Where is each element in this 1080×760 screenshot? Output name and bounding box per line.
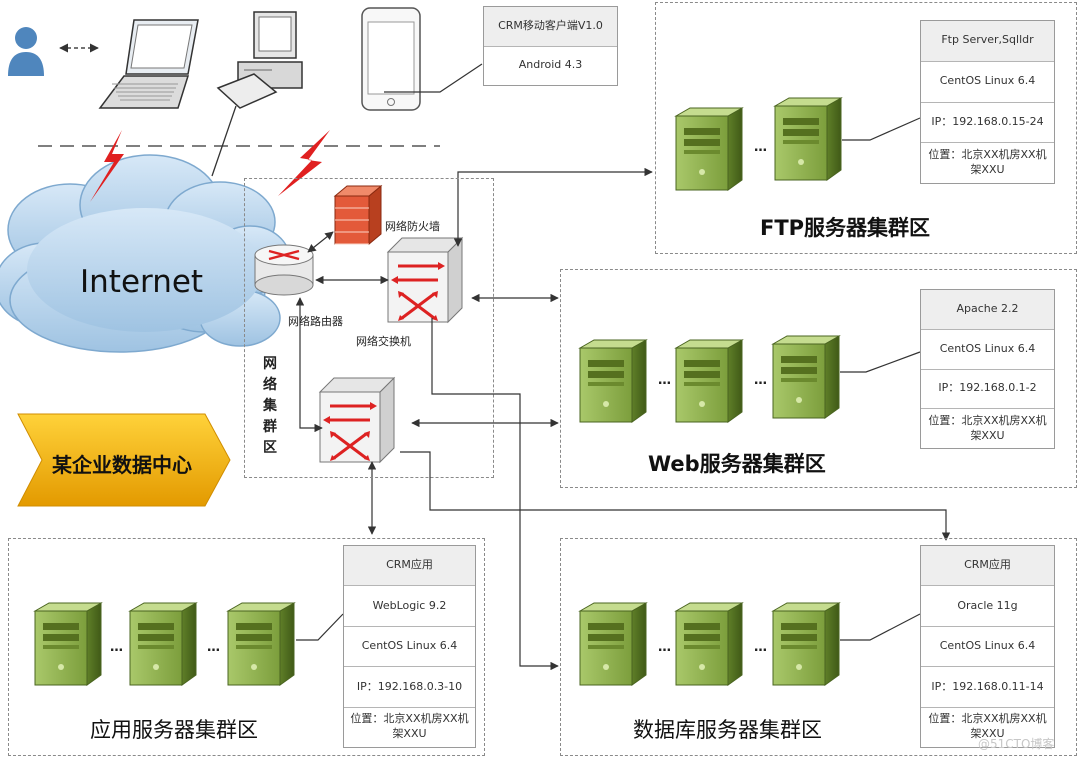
ftp-zone-title: FTP服务器集群区	[760, 216, 931, 240]
phone-home-button	[387, 98, 395, 106]
router-arrows	[268, 249, 300, 261]
app-info-row: 位置：北京XX机房XX机架XXU	[344, 706, 475, 747]
db-server-ellipsis: …	[754, 640, 767, 655]
phone-screen	[367, 21, 415, 95]
app-cluster-zone	[8, 538, 485, 756]
firewall-label: 网络防火墙	[385, 220, 440, 233]
mobile-client-os: Android 4.3	[484, 45, 617, 86]
monitor-screen	[258, 16, 292, 52]
ftp-server-ellipsis: …	[754, 140, 767, 155]
user-body	[8, 52, 44, 76]
data-center-arrow-shape	[17, 413, 231, 507]
app-info-row: WebLogic 9.2	[344, 585, 475, 625]
access-switch-db-link	[400, 451, 951, 541]
db-info-table: CRM应用 Oracle 11g CentOS Linux 6.4 IP：192…	[920, 545, 1055, 748]
app-info-row: CentOS Linux 6.4	[344, 625, 475, 666]
mobile-client-name: CRM移动客户端V1.0	[484, 7, 617, 46]
web-info-table: Apache 2.2 CentOS Linux 6.4 IP：192.168.0…	[920, 289, 1055, 449]
router-label: 网络路由器	[288, 315, 343, 328]
ftp-callout-line	[842, 117, 921, 141]
db-server-ellipsis: …	[658, 640, 671, 655]
user-icon	[8, 27, 44, 76]
db-info-row: IP：192.168.0.11-14	[921, 666, 1054, 706]
db-info-row: 位置：北京XX机房XX机架XXU	[921, 706, 1054, 747]
web-info-row: CentOS Linux 6.4	[921, 328, 1054, 369]
network-cluster-zone	[244, 178, 494, 478]
core-switch-db-link	[431, 318, 559, 671]
web-server-ellipsis: …	[754, 373, 767, 388]
web-server-ellipsis: …	[658, 373, 671, 388]
ftp-info-row: Ftp Server,Sqlldr	[921, 21, 1054, 61]
keyboard	[216, 73, 278, 109]
desktop-computer-icon	[216, 11, 303, 109]
internet-label: Internet	[80, 264, 204, 300]
db-info-row: CentOS Linux 6.4	[921, 625, 1054, 666]
app-server-ellipsis: …	[207, 640, 220, 655]
cloud-core	[27, 208, 263, 332]
watermark: @51CTO博客	[978, 737, 1055, 751]
app-zone-title: 应用服务器集群区	[90, 718, 258, 742]
db-callout-line	[840, 613, 921, 641]
router-access-switch-link	[295, 297, 323, 433]
app-info-row: CRM应用	[344, 546, 475, 586]
web-info-row: Apache 2.2	[921, 290, 1054, 329]
firewall-top	[333, 185, 383, 197]
ftp-info-row: IP：192.168.0.15-24	[921, 101, 1054, 143]
core-switch-ftp-link	[453, 167, 653, 247]
web-info-row: IP：192.168.0.1-2	[921, 368, 1054, 409]
ftp-info-table: Ftp Server,Sqlldr CentOS Linux 6.4 IP：19…	[920, 20, 1055, 184]
mobile-client-table: CRM移动客户端V1.0 Android 4.3	[483, 6, 618, 86]
data-center-label: 某企业数据中心	[52, 453, 192, 477]
web-cluster-zone	[560, 269, 1077, 488]
router-firewall-link	[307, 231, 334, 253]
firewall-icon	[333, 184, 383, 246]
db-zone-title: 数据库服务器集群区	[633, 718, 822, 742]
ftp-cluster-zone	[655, 2, 1077, 254]
ftp-info-row: 位置：北京XX机房XX机架XXU	[921, 142, 1054, 183]
lightning-icon	[278, 130, 330, 196]
internet-cloud-icon	[0, 154, 291, 353]
phone-callout-line	[384, 63, 483, 93]
laptop-display	[130, 24, 193, 69]
app-server-ellipsis: …	[110, 640, 123, 655]
router-base	[254, 274, 314, 296]
db-cluster-zone	[560, 538, 1077, 756]
app-callout-line	[296, 613, 344, 641]
db-info-row: CRM应用	[921, 546, 1054, 586]
switch-label: 网络交换机	[356, 335, 411, 348]
db-info-row: Oracle 11g	[921, 585, 1054, 625]
ftp-info-row: CentOS Linux 6.4	[921, 60, 1054, 102]
mobile-phone-icon	[361, 7, 421, 111]
web-zone-title: Web服务器集群区	[648, 452, 826, 476]
app-info-row: IP：192.168.0.3-10	[344, 666, 475, 706]
web-info-row: 位置：北京XX机房XX机架XXU	[921, 408, 1054, 448]
user-head	[15, 27, 37, 49]
web-callout-line	[840, 351, 921, 373]
desktop-cable	[211, 105, 237, 177]
router-icon	[254, 244, 314, 296]
app-info-table: CRM应用 WebLogic 9.2 CentOS Linux 6.4 IP：1…	[343, 545, 476, 748]
network-zone-label: 网络集群区	[263, 356, 277, 456]
laptop-icon	[98, 19, 199, 109]
